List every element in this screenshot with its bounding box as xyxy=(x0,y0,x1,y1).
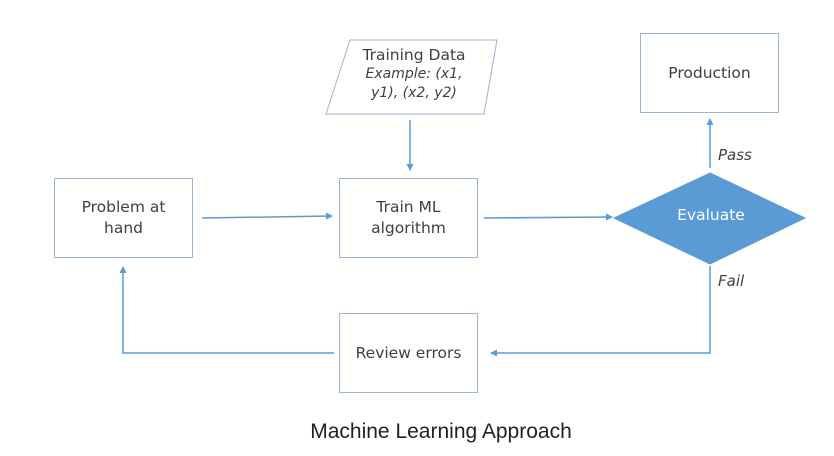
evaluate-diamond xyxy=(612,172,807,265)
arrow-problem-to-train xyxy=(201,212,333,220)
arrow-review-to-problem xyxy=(119,266,334,354)
fail-label: Fail xyxy=(718,272,745,290)
arrow-evaluate-to-review xyxy=(490,266,711,357)
training-data-parallelogram xyxy=(325,39,498,115)
problem-label: Problem at hand xyxy=(81,198,166,237)
production-box: Production xyxy=(640,33,779,113)
evaluate-label: Evaluate xyxy=(677,206,745,224)
pass-label: Pass xyxy=(718,146,752,164)
problem-box: Problem at hand xyxy=(54,178,193,258)
review-box: Review errors xyxy=(339,313,478,393)
review-label: Review errors xyxy=(355,343,462,362)
training-data-example: Example: (x1, y1), (x2, y2) xyxy=(365,66,463,101)
arrow-train-to-evaluate xyxy=(483,213,613,221)
training-data-title: Training Data xyxy=(362,46,466,64)
training-data-text: Training Data Example: (x1, y1), (x2, y2… xyxy=(340,45,488,103)
train-label: Train ML algorithm xyxy=(371,198,446,237)
train-box: Train ML algorithm xyxy=(339,178,478,258)
diagram-caption: Machine Learning Approach xyxy=(310,420,572,443)
production-label: Production xyxy=(668,63,751,82)
